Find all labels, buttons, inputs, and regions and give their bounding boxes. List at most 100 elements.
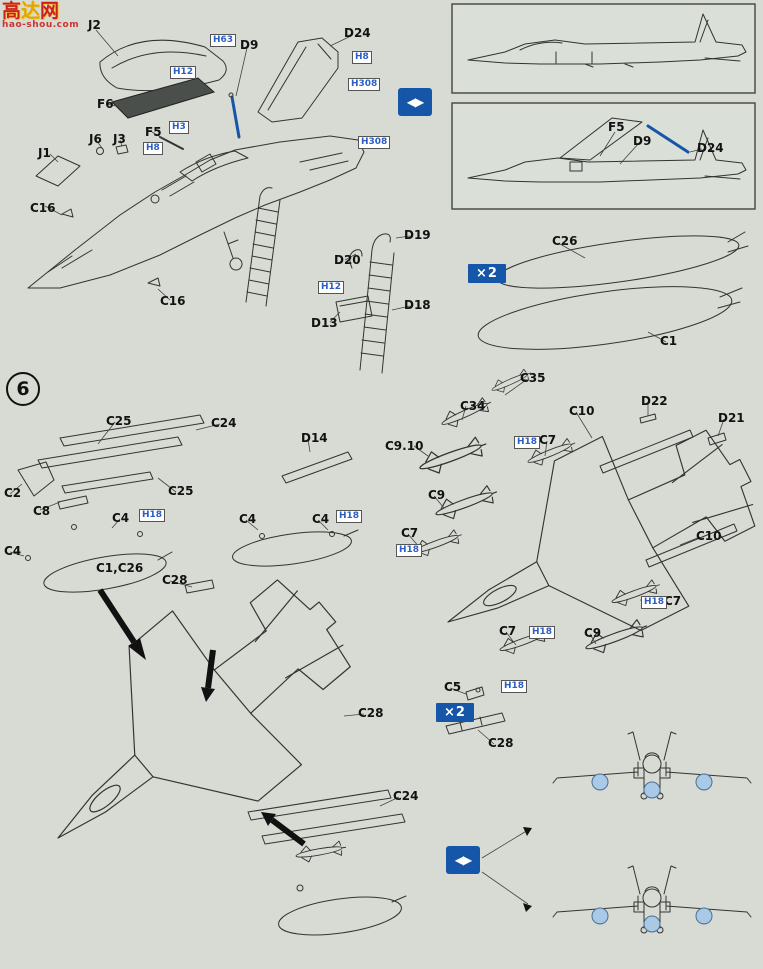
inset-side-view-closed	[451, 3, 756, 94]
part-d13	[335, 295, 373, 323]
quantity-badge: ×2	[436, 703, 474, 722]
part-label: D14	[301, 431, 328, 445]
part-label: D9	[240, 38, 259, 52]
part-label: C4	[312, 512, 330, 526]
swap-arrows-icon: ◀▶	[446, 846, 480, 874]
paint-code-label: H18	[501, 680, 528, 693]
paint-code-label: H18	[529, 626, 556, 639]
paint-code-label: H3	[169, 121, 189, 134]
part-label: C9.10	[385, 439, 424, 453]
part-j3	[115, 144, 129, 155]
c5-c28-assembly	[445, 686, 506, 735]
part-label: C26	[552, 234, 578, 248]
part-label: C24	[393, 789, 419, 803]
part-d22	[639, 413, 657, 424]
swap-leader-arrows	[481, 827, 532, 912]
assembly-arrows	[97, 588, 306, 847]
part-label: D20	[334, 253, 361, 267]
part-label: D21	[718, 411, 745, 425]
part-c28	[184, 579, 215, 594]
front-views	[552, 731, 752, 934]
paint-code-label: H18	[514, 436, 541, 449]
part-label: F5	[608, 120, 625, 134]
part-label: C34	[460, 399, 486, 413]
part-d9-blue	[230, 95, 241, 139]
paint-code-label: H18	[139, 509, 166, 522]
swap-arrows-glyph: ◀▶	[406, 95, 424, 109]
inset-side-view-open-canopy	[451, 102, 756, 210]
paint-code-label: H308	[348, 78, 381, 91]
fuel-tanks-c26-c1	[477, 231, 749, 350]
paint-code-label: H8	[143, 142, 163, 155]
part-label: D18	[404, 298, 431, 312]
rail-c24	[59, 414, 205, 447]
part-label: J6	[89, 132, 102, 146]
part-label: C28	[358, 706, 384, 720]
part-label: C10	[569, 404, 595, 418]
boarding-ladder-attached	[245, 187, 281, 307]
part-label: C7	[401, 526, 419, 540]
part-label: J2	[88, 18, 101, 32]
part-label: J1	[38, 146, 51, 160]
ladder-part-d18	[349, 233, 395, 374]
part-label: C25	[106, 414, 132, 428]
part-label: C28	[488, 736, 514, 750]
part-j1	[35, 155, 81, 187]
part-label: C5	[444, 680, 462, 694]
swap-arrows-icon: ◀▶	[398, 88, 432, 116]
part-label: C4	[239, 512, 257, 526]
watermark-url: hao-shou.com	[2, 20, 80, 30]
paint-code-label: H18	[336, 510, 363, 523]
nose-gear-wheel	[229, 257, 243, 271]
leader-lines	[9, 29, 725, 807]
part-label: F6	[97, 97, 114, 111]
paint-code-label: H18	[641, 596, 668, 609]
part-label: C7	[539, 433, 557, 447]
paint-code-label: H12	[170, 66, 197, 79]
part-f6	[111, 77, 216, 119]
c24-bottom-cluster	[247, 789, 407, 936]
rail-c10-upper	[599, 429, 694, 474]
part-label: C10	[696, 529, 722, 543]
fuselage-assembly-drawing	[27, 37, 395, 374]
part-j6	[96, 147, 104, 155]
part-label: D24	[697, 141, 724, 155]
part-label: F5	[145, 125, 162, 139]
rail-c25	[37, 436, 183, 469]
part-label: C2	[4, 486, 22, 500]
part-label: C35	[520, 371, 546, 385]
part-label: C7	[499, 624, 517, 638]
part-label: C24	[211, 416, 237, 430]
paint-code-label: H63	[210, 34, 237, 47]
part-label: D22	[641, 394, 668, 408]
part-label: C16	[30, 201, 56, 215]
tank-c1-c26	[43, 553, 167, 593]
part-label: C4	[112, 511, 130, 525]
part-label: C4	[4, 544, 22, 558]
part-label: C9	[584, 626, 602, 640]
paint-code-label: H308	[358, 136, 391, 149]
aircraft-bottom-view	[0, 534, 393, 916]
windscreen-part-d24	[257, 37, 339, 123]
rail-c25b	[61, 471, 154, 494]
swap-arrows-glyph: ◀▶	[454, 853, 472, 867]
part-label: C28	[162, 573, 188, 587]
part-label: D19	[404, 228, 431, 242]
part-label: C9	[428, 488, 446, 502]
rail-c10-lower	[645, 523, 738, 568]
canopy-part-j2	[99, 39, 227, 92]
step-number: 6	[16, 378, 30, 400]
parts-c16	[61, 208, 161, 287]
paint-code-label: H8	[352, 51, 372, 64]
part-d21	[707, 432, 727, 446]
part-label: C1,C26	[96, 561, 144, 575]
rail-d14	[281, 451, 353, 484]
part-label: D24	[344, 26, 371, 40]
part-c8	[57, 495, 89, 510]
part-label: C1	[660, 334, 678, 348]
tank-2	[232, 531, 352, 567]
part-label: C7	[664, 594, 682, 608]
part-label: C16	[160, 294, 186, 308]
